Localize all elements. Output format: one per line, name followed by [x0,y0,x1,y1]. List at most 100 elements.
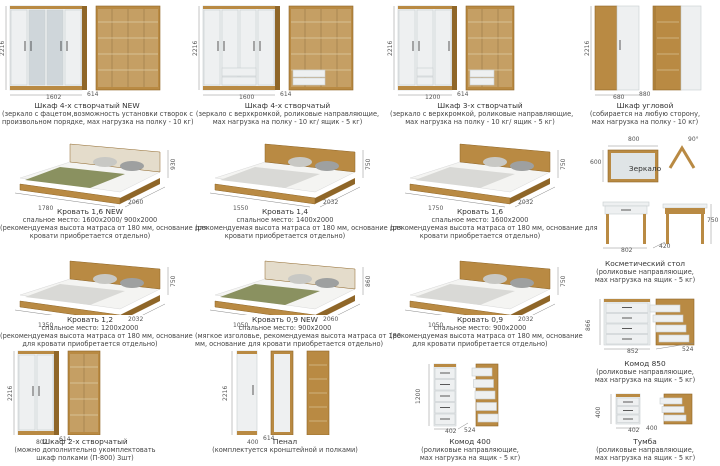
product-illustration-b09n [209,260,364,315]
dimension-label: 420 [659,243,671,250]
dimension-label: 750 [560,275,567,287]
product-title: Шкаф угловой [616,101,674,110]
product-description-line: (рекомендуемая высота матраса от 180 мм,… [390,224,598,232]
product-description-line: (рекомендуемая высота матраса от 180 мм,… [195,224,403,232]
product-illustration-wc [590,5,702,96]
product-caption-w3: Шкаф 3-х створчатый(зеркало с верхкромко… [390,101,574,127]
product-description-line: (роликовые направляющие, [596,268,694,276]
dimension-label: 1602 [46,94,62,101]
product-illustration-w3 [393,5,515,96]
product-illustration-tumb [610,393,693,429]
dimension-label: 800 [628,136,640,143]
product-description-line: (рекомендуемая высота матраса от 180 мм,… [390,332,583,340]
product-caption-pen: Пенал(комплектуется кронштейной и полкам… [210,437,360,455]
product-description-line: (мягкое изголовье, рекомендуемая высота … [195,332,402,340]
dimension-label: 1780 [38,205,54,212]
product-description-line: мах нагрузка на полку - 10 кг/ ящик - 5 … [405,118,555,126]
product-illustration-b14 [209,143,364,208]
product-description-line: спальное место: 1200х2000 [41,324,139,332]
dimension-label: 866 [585,319,592,331]
dimension-label: 614 [280,91,292,98]
product-illustration-k400 [428,363,499,430]
dimension-label: 2060 [128,199,144,206]
product-description-line: (зеркало с верхкромкой, роликовые направ… [390,110,574,118]
product-b12: 1350 2032 750 [0,255,180,329]
product-caption-table: Косметический стол(роликовые направляющи… [570,259,720,285]
dimension-label: 930 [170,158,177,170]
product-illustration-b12 [14,260,169,315]
dimension-label: 400 [595,406,602,418]
product-description-line: спальное место: 900х2000 [238,324,332,332]
product-description-line: (роликовые направляющие, [596,368,694,376]
product-description-line: мах нагрузка на ящик - 5 кг) [594,276,696,284]
product-mir: 800 600 90° [590,136,710,188]
dimension-label: 2216 [7,385,14,401]
product-description-line: мм, основание для кровати приобретается … [195,340,384,348]
dimension-label: 2032 [518,316,534,323]
dimension-label: 2216 [0,40,6,56]
product-description-line: мах нагрузка на полку - 10 кг/ ящик - 5 … [212,118,363,126]
product-illustration-table [602,201,712,249]
dimension-label: 2216 [222,385,229,401]
product-illustration-pen [231,350,330,435]
dimension-label: 614 [59,436,71,443]
product-description-line: (комплектуется кронштейной и полками) [212,446,358,454]
product-caption-mir: Зеркало [570,165,720,173]
dimension-label: 750 [560,158,567,170]
dimension-label: 400 [646,425,658,432]
product-description-line: спальное место: 1400х2000 [236,216,334,224]
product-description-line: (рекомендуемая высота матраса от 180 мм,… [0,224,208,232]
product-caption-wc: Шкаф угловой(собирается на любую сторону… [570,101,720,127]
dimension-label: 524 [464,427,476,434]
dimension-label: 2032 [128,316,144,323]
product-title: Кровать 0,9 NEW [252,315,318,324]
product-title: Кровать 1,4 [261,207,309,216]
product-description-line: (зеркало с верхкромкой, роликовые направ… [195,110,380,118]
product-description-line: для кровати приобретается отдельно) [412,340,548,348]
dimension-label: 2060 [323,316,339,323]
product-illustration-b09 [404,260,559,315]
product-illustration-mir [602,145,696,183]
dimension-label: 1350 [38,322,54,329]
dimension-label: 2216 [192,40,199,56]
product-title: Кровать 1,6 NEW [57,207,123,216]
product-w4n: 2216 1602 614 [0,0,172,101]
dimension-label: 680 [613,94,625,101]
product-title: Косметический стол [604,259,686,268]
product-title: Шкаф 3-х створчатый [437,101,523,110]
product-illustration-w2 [13,350,101,435]
product-description-line: спальное место: 900х2000 [433,324,527,332]
dimension-label: 90° [688,136,699,143]
dimension-label: 600 [590,159,602,166]
dimension-label: 1200 [415,388,422,404]
product-illustration-b16 [404,143,559,208]
product-illustration-w4n [5,5,161,96]
dimension-label: 2032 [518,199,534,206]
dimension-label: 1750 [428,205,444,212]
product-title: Кровать 1,2 [66,315,114,324]
product-description-line: (роликовые направляющие, [421,446,519,454]
dimension-label: 614 [87,91,99,98]
dimension-label: 614 [457,91,469,98]
product-caption-w4n: Шкаф 4-х створчатый NEW(зеркало с фацето… [2,102,194,127]
dimension-label: 1550 [233,205,249,212]
dimension-label: 750 [170,275,177,287]
product-description-line: спальное место: 1600х2000/ 900х2000 [22,216,158,224]
product-caption-w2: Шкаф 2-х створчатый(можно дополнительно … [10,438,160,463]
product-description-line: мах нагрузка на полку - 10 кг) [591,118,699,126]
dimension-label: 2216 [584,40,591,56]
product-description-line: произвольном порядке, мах нагрузка на по… [2,118,194,126]
product-b16: 1750 2032 750 [390,138,570,212]
product-caption-k850: Комод 850(роликовые направляющие,мах наг… [570,360,720,385]
product-title: Пенал [272,437,298,446]
